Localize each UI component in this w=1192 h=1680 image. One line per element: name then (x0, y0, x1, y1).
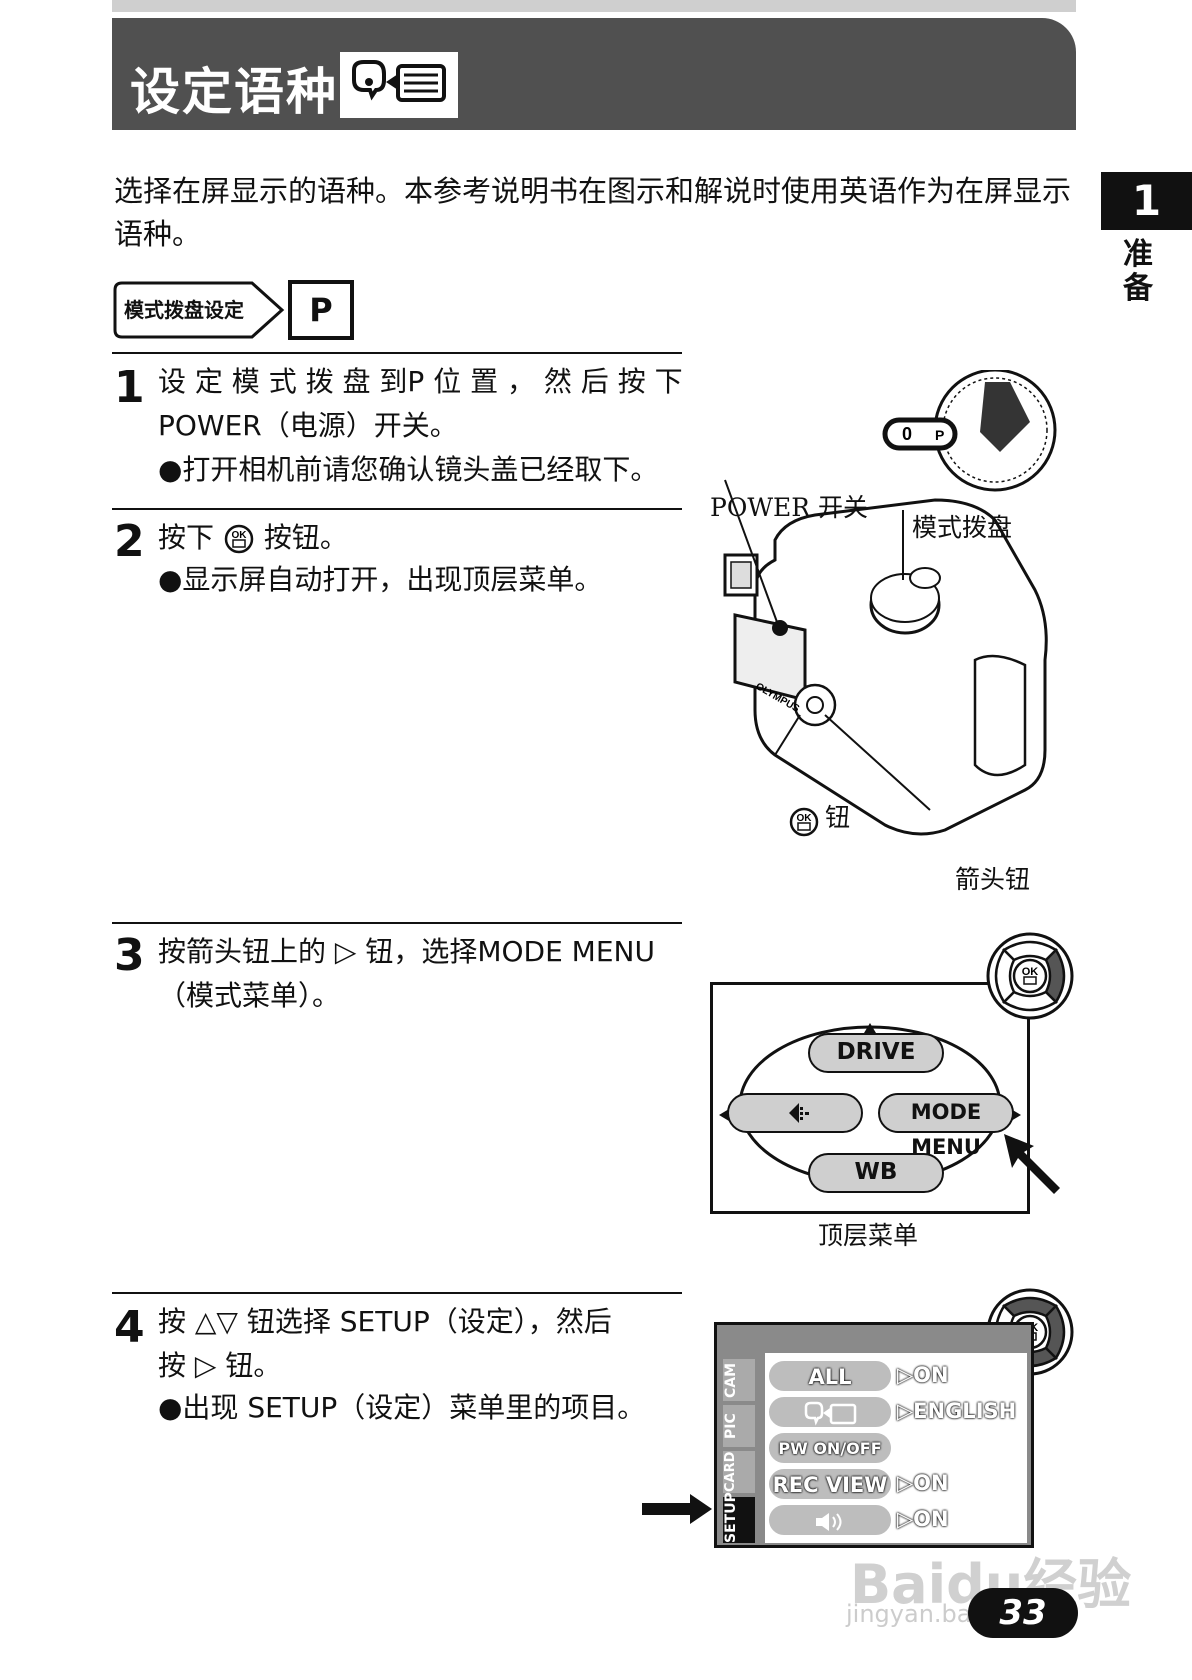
setup-item-value: ▷ON (897, 1471, 949, 1495)
title-topline (112, 0, 1076, 12)
tab-pic[interactable]: PIC (723, 1405, 755, 1447)
step-1-note: ●打开相机前请您确认镜头盖已经取下。 (158, 453, 659, 486)
arrow-pad-icon[interactable]: OK (984, 930, 1076, 1022)
step-2-note: ●显示屏自动打开，出现顶层菜单。 (158, 563, 603, 596)
dial-p-label: P (935, 427, 944, 443)
ok-symbol: OK (231, 530, 247, 541)
chapter-number: 1 (1101, 172, 1192, 230)
page-title: 设定语种 (130, 63, 338, 121)
ok-button-icon: OK (224, 524, 254, 554)
setup-item-all-reset[interactable]: ALL RESET (767, 1359, 893, 1421)
setup-item-beep[interactable] (767, 1503, 893, 1537)
menu-wb[interactable]: WB (808, 1153, 944, 1193)
quality-icon (789, 1102, 809, 1123)
arrow-button-label: 箭头钮 (955, 865, 1031, 894)
power-switch-label: POWER 开关 (710, 493, 869, 522)
step-1-text: 设 定 模 式 拨 盘 到P 位 置 ， 然 后 按 下 POWER（电源）开关… (158, 365, 683, 442)
step-3-text: 按箭头钮上的 ▷ 钮，选择MODE MENU （模式菜单）。 (158, 935, 655, 1012)
ok-button-caption: OK 钮 (788, 798, 850, 838)
setup-pointer-arrow-icon (642, 1494, 712, 1524)
mode-badge-label: 模式拨盘设定 (124, 298, 244, 322)
tab-card[interactable]: CARD (723, 1451, 755, 1493)
setup-item-value: ▷ON (897, 1507, 949, 1531)
step-4-note: ●出现 SETUP（设定）菜单里的项目。 (158, 1391, 646, 1424)
step-2-number: 2 (114, 516, 145, 567)
step-2-text: 按下 OK 按钮。 (158, 521, 348, 554)
step-4-text: 按 △▽ 钮选择 SETUP（设定），然后 按 ▷ 钮。 (158, 1305, 612, 1382)
intro-text: 选择在屏显示的语种。本参考说明书在图示和解说时使用英语作为在屏显示语种。 (114, 174, 1072, 251)
setup-item-rec-view[interactable]: REC VIEW (767, 1467, 893, 1501)
setup-item-value: ▷ENGLISH (897, 1399, 1017, 1423)
ok-button-label: 钮 (825, 803, 851, 832)
page-number: 33 (968, 1588, 1078, 1638)
language-icon (340, 52, 458, 118)
setup-item-pw-setup[interactable]: PW ON/OFF SETUP (767, 1431, 893, 1490)
step-divider (112, 922, 682, 924)
step-3-number: 3 (114, 930, 145, 981)
mode-p-box: P (288, 280, 354, 340)
menu-mode-menu[interactable]: MODE MENU (878, 1093, 1014, 1159)
setup-item-value: ▷ON (897, 1363, 949, 1387)
mode-badge-shape (113, 281, 285, 339)
speaker-icon (816, 1513, 842, 1531)
setup-tabs: CAM PIC CARD SETUP (717, 1353, 763, 1543)
setup-menu-screen: CAM PIC CARD SETUP ALL RESET ▷ON ▷ENGLIS… (714, 1322, 1034, 1548)
top-menu-screen: DRIVE MODE MENU WB (710, 982, 1030, 1214)
top-menu-caption: 顶层菜单 (818, 1221, 919, 1250)
ok-symbol: OK (797, 813, 813, 824)
pointer-arrow-icon (1004, 1134, 1060, 1194)
tab-setup[interactable]: SETUP (723, 1492, 755, 1543)
menu-quality[interactable] (727, 1093, 863, 1133)
step-divider (112, 508, 682, 510)
mode-dial-label: 模式拨盘 (912, 513, 1013, 542)
ok-symbol: OK (1022, 966, 1039, 978)
svg-text:0: 0 (902, 424, 912, 444)
ok-button-icon: OK (789, 807, 819, 836)
chapter-label: 准备 (1123, 237, 1153, 306)
setup-item-language[interactable] (767, 1395, 893, 1429)
step-divider (112, 1292, 682, 1294)
step-4-number: 4 (114, 1302, 145, 1353)
camera-illustration: 0 P OLYMPUS (723, 370, 1057, 836)
title-banner (112, 18, 1076, 130)
step-1-number: 1 (114, 362, 145, 413)
language-icon (804, 1401, 857, 1426)
step-divider (112, 352, 682, 354)
menu-drive[interactable]: DRIVE (808, 1033, 944, 1073)
tab-cam[interactable]: CAM (723, 1359, 755, 1401)
